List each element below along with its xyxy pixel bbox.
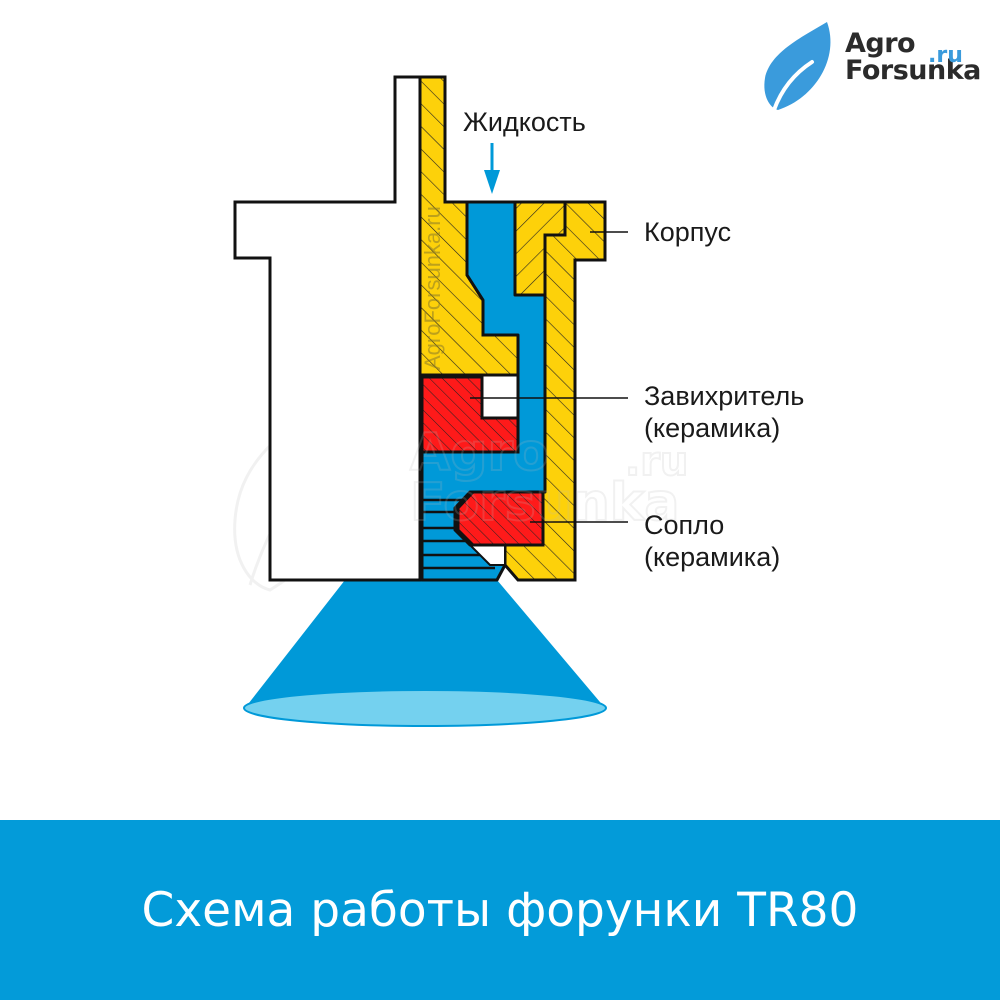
logo-line-agro: Agro: [845, 28, 916, 59]
nozzle-body-outline: [233, 75, 422, 582]
label-swirler-line2: (керамика): [644, 413, 781, 443]
label-body-line1: Корпус: [644, 217, 732, 247]
agroforsunka-logo-leaf-icon: [764, 22, 831, 112]
label-body: Корпус: [644, 216, 731, 248]
logo-line-forsunka: Forsunka: [845, 55, 981, 86]
svg-text:Agro: Agro: [410, 423, 549, 483]
title-banner: Схема работы форунки TR80: [0, 820, 1000, 1000]
watermark-vertical: AgroForsunka.ru: [420, 206, 445, 370]
label-nozzle: Сопло (керамика): [644, 509, 780, 573]
label-swirler: Завихритель (керамика): [644, 380, 804, 444]
swirler-ceramic: [420, 375, 520, 454]
logo-wordmark: Agro Forsunka: [845, 30, 981, 84]
watermark-center: Agro Forsunka .ru: [409, 422, 689, 534]
nozzle-cross-section-diagram: AgroForsunka.ru Agro Forsunka .ru: [233, 75, 689, 727]
nozzle-ceramic: [456, 490, 545, 547]
callout-leader-lines: [470, 231, 628, 523]
label-liquid: Жидкость: [463, 107, 586, 137]
banner-title: Схема работы форунки TR80: [141, 882, 859, 938]
svg-text:.ru: .ru: [625, 439, 688, 485]
svg-text:Forsunka: Forsunka: [410, 473, 679, 533]
logo-ru-suffix: .ru: [928, 43, 963, 68]
label-nozzle-line1: Сопло: [644, 510, 725, 540]
spray-cone: [243, 580, 607, 727]
inlet-arrow-icon: [484, 143, 500, 194]
label-swirler-line1: Завихритель: [644, 381, 805, 411]
label-nozzle-line2: (керамика): [644, 542, 781, 572]
thread-lines: [422, 498, 495, 570]
